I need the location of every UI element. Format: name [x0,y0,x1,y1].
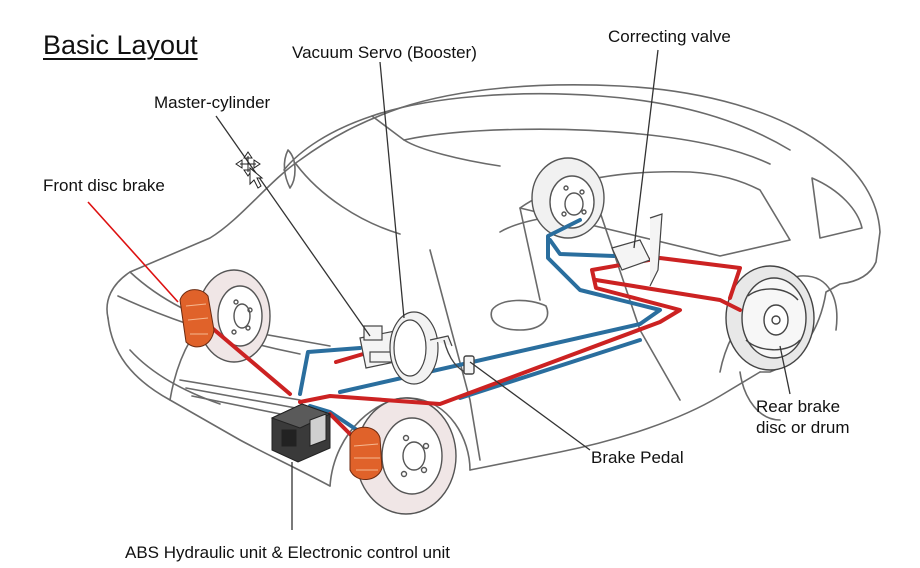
label-vacuum-servo: Vacuum Servo (Booster) [292,43,477,62]
vacuum-servo [389,311,453,385]
label-rear-brake: Rear brake disc or drum [756,396,876,438]
front-disc-leader [87,201,179,303]
front-left-disc [197,269,271,363]
label-rear-brake-line1: Rear brake [756,397,841,416]
abs-unit [270,403,332,463]
brake-pedal [443,339,475,375]
brake-lines-blue [298,218,662,434]
rear-far-wheel [531,157,605,239]
label-correcting-valve: Correcting valve [608,27,731,46]
label-front-disc-brake: Front disc brake [43,176,165,195]
move-cursor-icon [235,151,264,189]
rear-drum [725,265,815,371]
label-abs-unit: ABS Hydraulic unit & Electronic control … [125,543,451,562]
label-brake-pedal: Brake Pedal [591,448,684,467]
front-right-caliper [349,426,383,480]
front-right-disc [355,397,457,515]
brake-lines-red [203,256,742,438]
front-left-caliper [179,289,215,348]
correcting-valve [611,213,663,287]
leader-lines [215,49,791,530]
label-master-cylinder: Master-cylinder [154,93,271,112]
label-rear-brake-line2: disc or drum [756,418,850,437]
page-title: Basic Layout [43,30,198,60]
